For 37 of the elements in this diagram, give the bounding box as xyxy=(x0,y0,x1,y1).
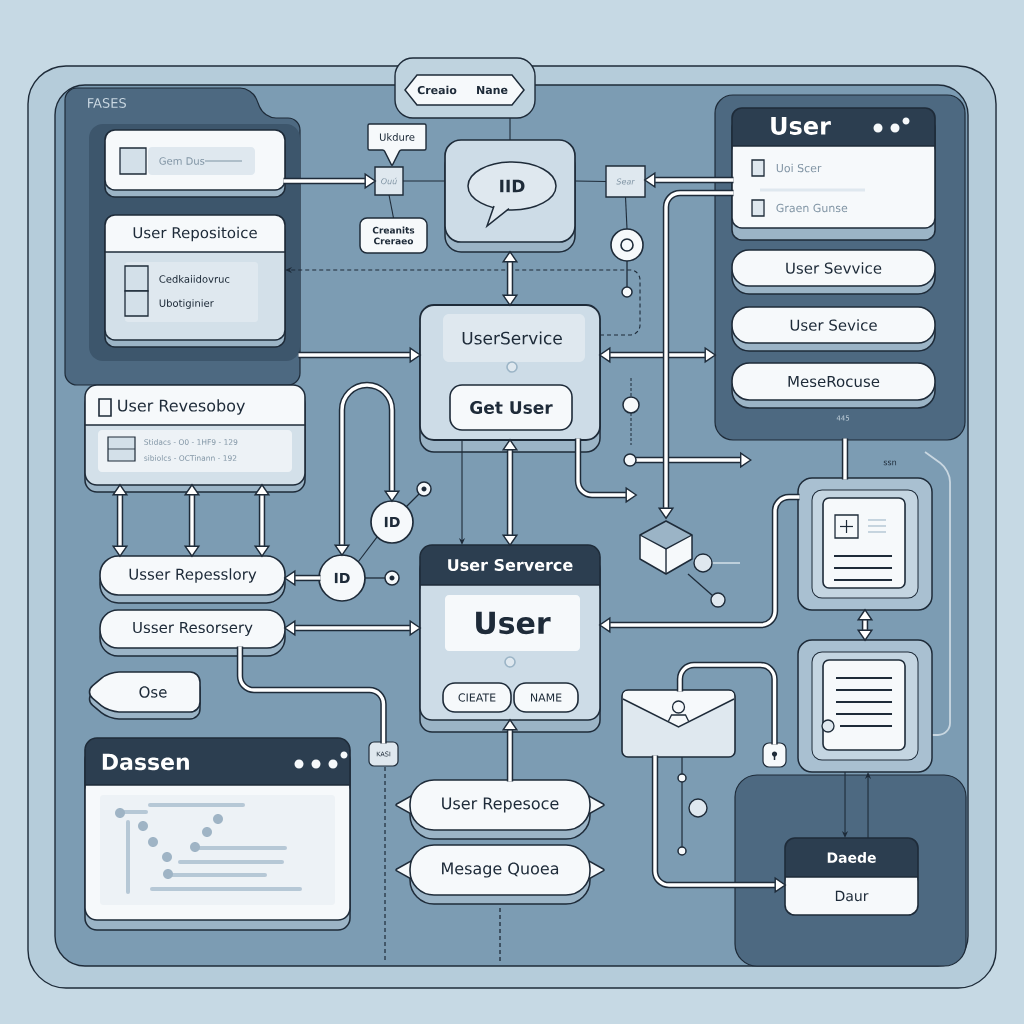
window-card: Dassen xyxy=(84,737,351,931)
small-label: ssn xyxy=(883,460,897,466)
small-box: Ouú xyxy=(374,166,404,196)
pill-box: User Sevvice xyxy=(731,249,936,295)
connector-line xyxy=(676,661,778,745)
connector-line xyxy=(574,180,607,183)
lock-icon xyxy=(762,742,787,768)
connector-line xyxy=(624,196,628,230)
envelope-icon xyxy=(621,689,736,758)
window-card: Daede Daur xyxy=(784,837,919,916)
window-card: User Uoi Scer Graen Gunse xyxy=(731,107,936,241)
small-box: Sear xyxy=(605,165,646,198)
pill-box: User Sevice xyxy=(731,306,936,352)
card: Gem Dus xyxy=(104,129,286,198)
circle xyxy=(610,228,644,262)
pill-box: Usser Resorsery xyxy=(99,609,286,657)
card: User Repositoice Cedkaiidovruc Ubotiginier xyxy=(104,214,286,348)
connector-line xyxy=(357,536,378,563)
arrow-tag: Ose xyxy=(88,671,201,720)
connector-line xyxy=(388,194,395,219)
banner: Creaio Nane xyxy=(394,57,536,119)
pill-box: User Repesoce xyxy=(395,779,605,840)
pill-box: Mesage Quoea xyxy=(395,844,605,905)
document-tile xyxy=(797,639,933,773)
connector-line xyxy=(402,180,446,182)
pill-box: MeseRocuse xyxy=(731,362,936,409)
cube-icon xyxy=(639,520,693,575)
note-box: Creanits Creraeo xyxy=(359,217,428,254)
connector-line xyxy=(509,117,511,141)
document-tile xyxy=(797,477,933,611)
callout-box: Ukdure xyxy=(367,123,427,166)
pill-box: Usser Repesslory xyxy=(99,555,286,604)
connector-line xyxy=(841,438,849,480)
button: CIEATE xyxy=(442,682,512,713)
button: NAME xyxy=(513,682,579,713)
connector-line xyxy=(236,646,387,744)
button: Get User xyxy=(449,384,573,431)
